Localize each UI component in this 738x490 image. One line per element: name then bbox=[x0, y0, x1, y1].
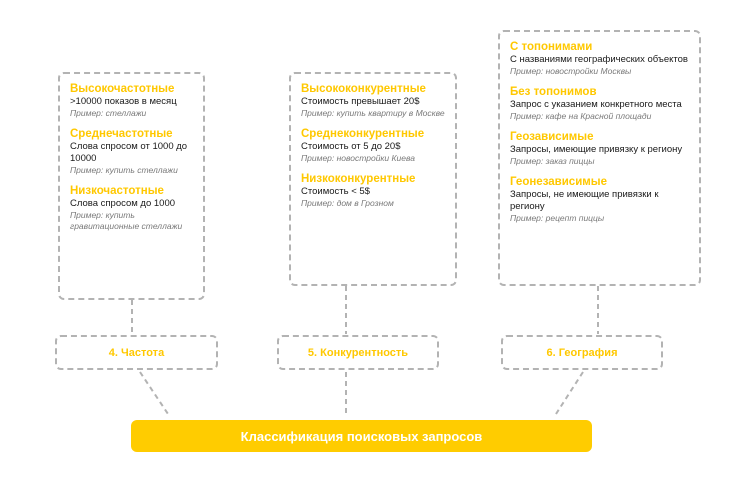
group-low-competition: Низкоконкурентные Стоимость < 5$ Пример:… bbox=[301, 173, 445, 209]
group-description: Слова спросом от 1000 до 10000 bbox=[70, 141, 188, 164]
group-high-frequency: Высокочастотные >10000 показов в месяц П… bbox=[70, 83, 193, 119]
main-title-box: Классификация поисковых запросов bbox=[131, 420, 592, 452]
group-example: Пример: заказ пиццы bbox=[510, 156, 595, 166]
group-description: Слова спросом до 1000 bbox=[70, 198, 176, 209]
group-title: Низкоконкурентные bbox=[301, 173, 416, 185]
group-example: Пример: купить гравитационные стеллажи bbox=[70, 210, 183, 231]
group-description: Запросы, не имеющие привязки к региону bbox=[510, 189, 659, 212]
group-title: Геонезависимые bbox=[510, 176, 607, 188]
group-title: Без топонимов bbox=[510, 86, 597, 98]
group-title: Низкочастотные bbox=[70, 185, 164, 197]
group-title: Высокочастотные bbox=[70, 83, 175, 95]
group-example: Пример: дом в Грозном bbox=[301, 198, 394, 208]
geography-card: С топонимами С названиями географических… bbox=[498, 30, 701, 286]
competition-card: Высококонкурентные Стоимость превышает 2… bbox=[289, 72, 457, 286]
group-description: С названиями географических объектов bbox=[510, 54, 688, 65]
group-description: >10000 показов в месяц bbox=[70, 96, 177, 107]
group-title: Высококонкурентные bbox=[301, 83, 426, 95]
group-description: Стоимость от 5 до 20$ bbox=[301, 141, 401, 152]
group-with-toponyms: С топонимами С названиями географических… bbox=[510, 41, 689, 77]
group-description: Запросы, имеющие привязку к региону bbox=[510, 144, 683, 155]
group-geo-independent: Геонезависимые Запросы, не имеющие привя… bbox=[510, 176, 689, 224]
group-description: Запрос с указанием конкретного места bbox=[510, 99, 682, 110]
geography-label: 6. География bbox=[501, 335, 663, 370]
group-example: Пример: кафе на Красной площади bbox=[510, 111, 652, 121]
group-title: Среднечастотные bbox=[70, 128, 173, 140]
group-mid-competition: Среднеконкурентные Стоимость от 5 до 20$… bbox=[301, 128, 445, 164]
group-example: Пример: новостройки Киева bbox=[301, 153, 415, 163]
frequency-card: Высокочастотные >10000 показов в месяц П… bbox=[58, 72, 205, 300]
group-low-frequency: Низкочастотные Слова спросом до 1000 При… bbox=[70, 185, 193, 232]
group-title: С топонимами bbox=[510, 41, 593, 53]
group-title: Среднеконкурентные bbox=[301, 128, 425, 140]
group-example: Пример: купить стеллажи bbox=[70, 165, 178, 175]
frequency-label: 4. Частота bbox=[55, 335, 218, 370]
group-example: Пример: рецепт пиццы bbox=[510, 213, 605, 223]
group-title: Геозависимые bbox=[510, 131, 594, 143]
group-example: Пример: стеллажи bbox=[70, 108, 147, 118]
group-without-toponyms: Без топонимов Запрос с указанием конкрет… bbox=[510, 86, 689, 122]
group-high-competition: Высококонкурентные Стоимость превышает 2… bbox=[301, 83, 445, 119]
group-description: Стоимость превышает 20$ bbox=[301, 96, 420, 107]
group-mid-frequency: Среднечастотные Слова спросом от 1000 до… bbox=[70, 128, 193, 176]
group-geo-dependent: Геозависимые Запросы, имеющие привязку к… bbox=[510, 131, 689, 167]
group-example: Пример: купить квартиру в Москве bbox=[301, 108, 445, 118]
group-description: Стоимость < 5$ bbox=[301, 186, 370, 197]
group-example: Пример: новостройки Москвы bbox=[510, 66, 632, 76]
competition-label: 5. Конкурентность bbox=[277, 335, 439, 370]
